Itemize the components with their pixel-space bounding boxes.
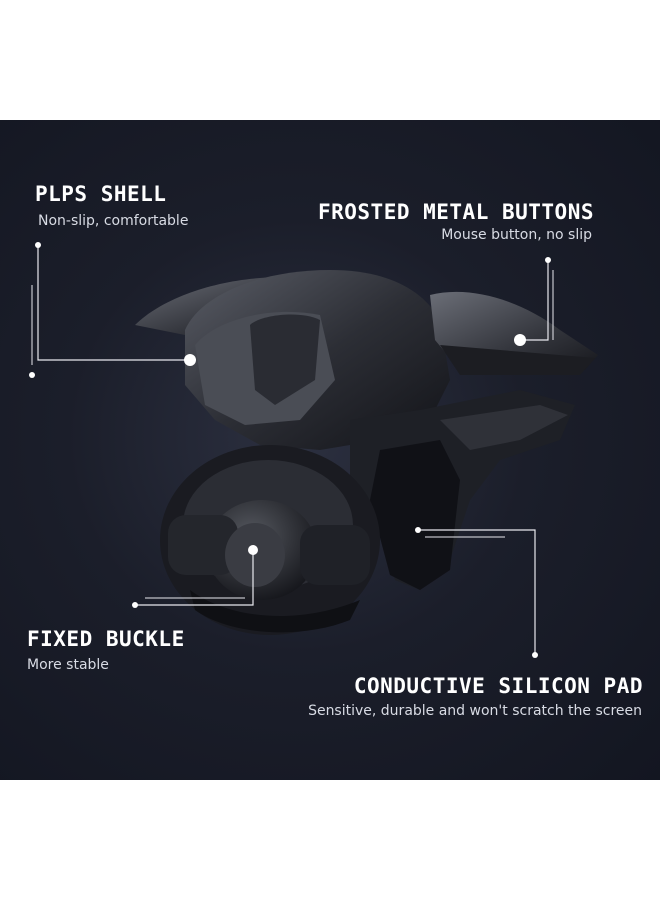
silicon-pad-title: CONDUCTIVE SILICON PAD [353, 674, 643, 698]
product-image-panel: PLPS SHELL Non-slip, comfortable FROSTED… [0, 120, 660, 780]
plps-shell-subtitle: Non-slip, comfortable [38, 213, 189, 229]
silicon-pad-subtitle: Sensitive, durable and won't scratch the… [308, 703, 642, 719]
frosted-buttons-subtitle: Mouse button, no slip [441, 227, 592, 243]
fixed-buckle-title: FIXED BUCKLE [27, 627, 185, 651]
plps-shell-title: PLPS SHELL [35, 182, 167, 206]
frosted-buttons-title: FROSTED METAL BUTTONS [317, 200, 594, 224]
fixed-buckle-subtitle: More stable [27, 657, 109, 673]
